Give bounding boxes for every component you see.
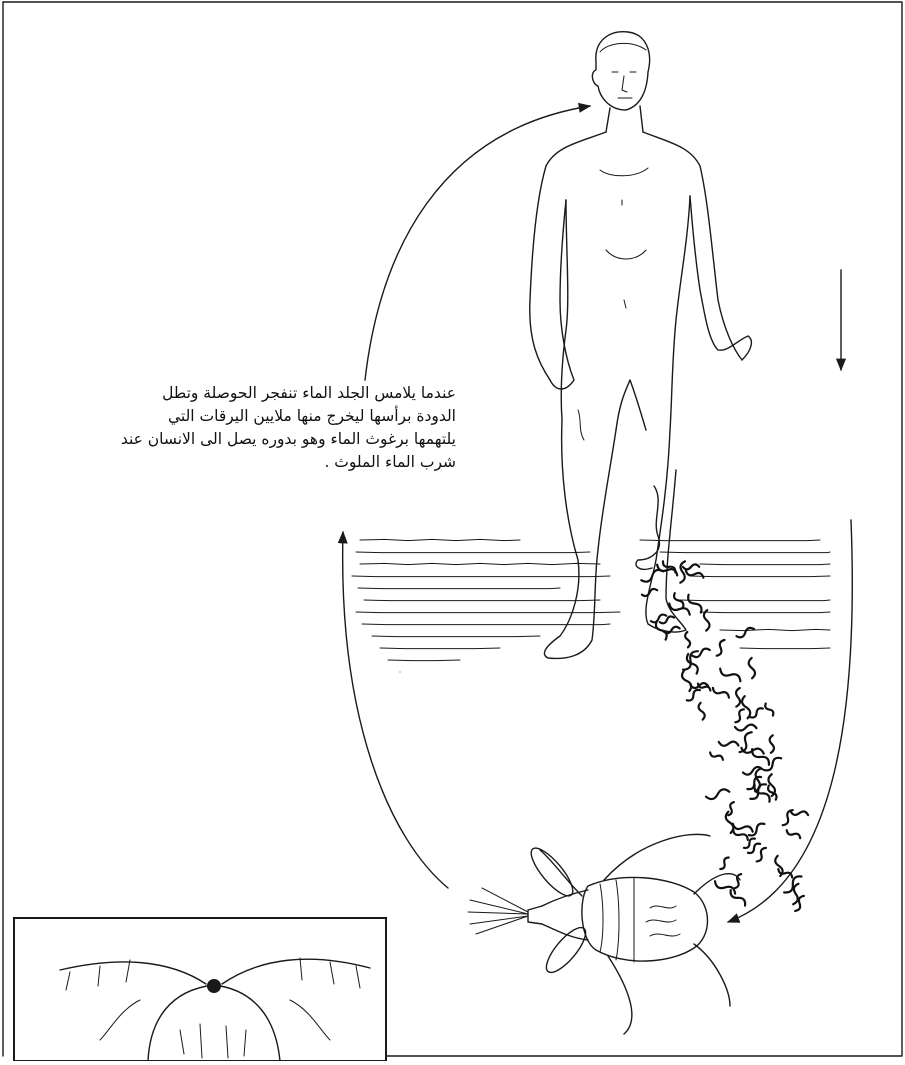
larva — [720, 858, 728, 870]
larva — [752, 749, 769, 765]
water-line — [372, 636, 540, 637]
larva — [720, 669, 740, 682]
water-line — [358, 588, 560, 589]
larva — [683, 651, 698, 669]
larva — [787, 830, 800, 838]
larva — [660, 616, 674, 623]
larva — [736, 628, 754, 637]
water-line — [680, 600, 830, 601]
water-line — [360, 539, 520, 540]
larva — [641, 570, 663, 582]
larva — [688, 595, 701, 613]
water-line — [380, 648, 500, 649]
larva — [704, 610, 710, 630]
larva — [680, 561, 685, 582]
larva — [735, 725, 757, 731]
caption-line: الدودة برأسها ليخرج منها ملايين اليرقات … — [8, 405, 456, 428]
water-line — [700, 612, 830, 613]
water-line — [388, 660, 460, 661]
water-line — [640, 540, 820, 541]
larva — [699, 703, 705, 720]
water-line — [362, 624, 610, 625]
water-line — [720, 629, 830, 630]
larva — [735, 709, 744, 722]
larva — [742, 696, 750, 718]
larva — [717, 640, 725, 656]
larva — [731, 890, 746, 906]
water-line — [356, 612, 620, 613]
larva — [733, 824, 753, 832]
larva — [765, 704, 773, 716]
larva — [736, 688, 740, 707]
larva — [733, 829, 748, 839]
arrow-to-human — [365, 106, 590, 380]
caption-line: عندما يلامس الجلد الماء تنفجر الحوصلة وت… — [8, 382, 456, 405]
page-frame — [3, 2, 902, 1056]
water-line — [660, 552, 830, 553]
larva — [728, 802, 734, 815]
larva — [713, 688, 729, 698]
water-line — [352, 576, 610, 577]
larva — [749, 658, 755, 678]
larva — [750, 708, 762, 717]
larva — [683, 564, 699, 569]
water-line — [364, 600, 600, 601]
larva — [764, 758, 781, 771]
larva — [682, 671, 691, 691]
water-surface — [352, 539, 830, 672]
arrow-copepod-up — [343, 532, 448, 888]
larvae-swarm — [641, 561, 808, 911]
larva — [715, 881, 735, 893]
larva — [757, 848, 766, 862]
larva — [651, 615, 666, 623]
larva — [770, 735, 774, 752]
larva — [719, 742, 739, 746]
water-line — [356, 552, 590, 553]
larva — [743, 767, 762, 775]
arrow-larvae-to-copepod — [728, 520, 852, 922]
copepod — [468, 834, 740, 1034]
larva — [734, 874, 741, 888]
caption-line: شرب الماء الملوث . — [8, 451, 456, 474]
larva — [793, 884, 798, 904]
caption-line: يلتهمها برغوث الماء وهو بدوره يصل الى ال… — [8, 428, 456, 451]
water-line — [360, 563, 600, 564]
larva — [685, 632, 690, 647]
water-line — [690, 576, 830, 577]
water-line — [740, 648, 830, 649]
water-line — [700, 564, 830, 565]
larva — [706, 789, 729, 799]
caption-text: عندما يلامس الجلد الماء تنفجر الحوصلة وت… — [8, 382, 456, 474]
larva — [791, 811, 808, 815]
larva — [710, 752, 723, 759]
larva — [692, 649, 710, 657]
